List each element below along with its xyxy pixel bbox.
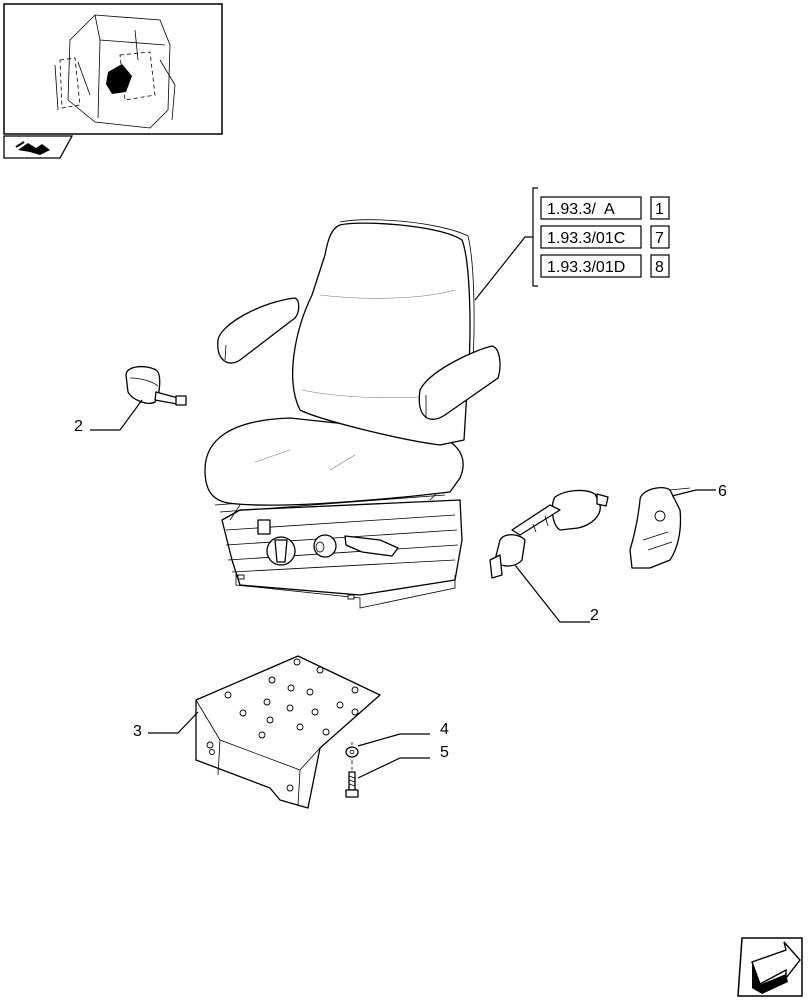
height-knob[interactable] (266, 536, 296, 566)
reference-row[interactable]: 1.93.3/01D 8 (540, 254, 670, 278)
callout-5: 5 (440, 744, 449, 761)
book-arrow-icon[interactable] (3, 135, 74, 159)
reference-code: 1.93.3/ A (547, 201, 615, 218)
seatbelt-buckle[interactable] (125, 365, 187, 406)
callout-2-buckle: 2 (74, 418, 83, 435)
adjust-lever[interactable] (344, 535, 399, 557)
thumbnail-panel[interactable] (3, 3, 223, 135)
reference-bracket (474, 187, 538, 301)
seatbelt-retractor[interactable] (489, 489, 609, 579)
reference-table: 1.93.3/ A 1 1.93.3/01C 7 1.93.3/01D 8 (540, 196, 670, 278)
reference-row[interactable]: 1.93.3/01C 7 (540, 225, 670, 249)
reference-number: 8 (655, 259, 664, 276)
reference-row[interactable]: 1.93.3/ A 1 (540, 196, 670, 220)
screw[interactable] (345, 771, 359, 798)
reference-code: 1.93.3/01D (547, 259, 625, 276)
left-armrest[interactable] (217, 297, 300, 364)
callout-3: 3 (133, 723, 142, 740)
plate-holes (206, 658, 359, 792)
reference-number: 1 (655, 201, 664, 218)
tractor-cab-icon (54, 14, 176, 129)
callout-6: 6 (718, 483, 727, 500)
belt-cover[interactable] (629, 486, 691, 569)
mounting-plate[interactable] (195, 655, 381, 809)
seat-assembly[interactable] (204, 219, 501, 609)
reference-number: 7 (655, 230, 664, 247)
weight-knob[interactable] (313, 534, 337, 558)
callout-2-retractor: 2 (590, 607, 599, 624)
right-armrest[interactable] (418, 345, 501, 420)
next-page-arrow-icon[interactable] (737, 937, 803, 997)
callout-4: 4 (440, 721, 449, 738)
reference-code: 1.93.3/01C (547, 230, 625, 247)
washer[interactable] (345, 746, 359, 758)
